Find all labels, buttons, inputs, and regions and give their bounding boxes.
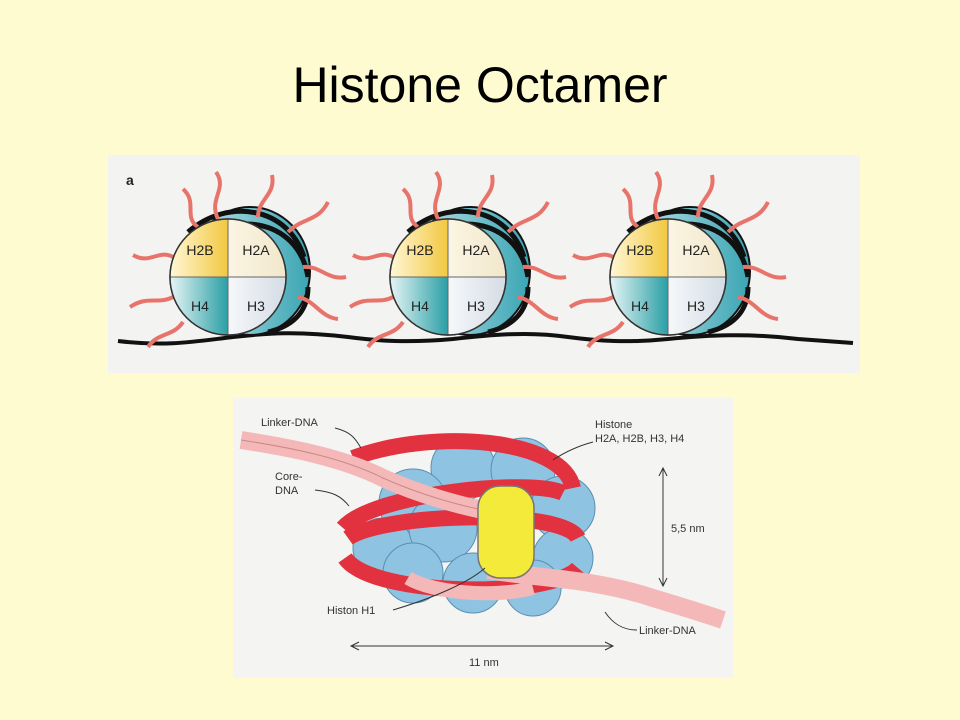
- histone-tails: [128, 170, 347, 349]
- histone-tails: [568, 170, 787, 349]
- h2a-label: H2A: [242, 242, 270, 258]
- h2b-label: H2B: [626, 242, 653, 258]
- nucleosome-1: H2B H2A H4 H3: [128, 170, 347, 349]
- core-dna-ribbon: [343, 509, 586, 545]
- linker-dna-line: [117, 331, 854, 346]
- h3-quadrant: [668, 277, 726, 335]
- h2a-label: H2A: [462, 242, 490, 258]
- h3-label: H3: [467, 298, 485, 314]
- h3-quadrant: [448, 277, 506, 335]
- panel-a-label: a: [126, 172, 134, 188]
- core-dna-ribbon: [404, 571, 535, 601]
- nucleosome-2: H2B H2A H4 H3: [348, 170, 567, 349]
- histone-label-2: H2A, H2B, H3, H4: [595, 433, 684, 445]
- histone-h1-body: [477, 485, 535, 579]
- h2b-quadrant: [170, 219, 228, 277]
- h4-quadrant: [390, 277, 448, 335]
- h4-label: H4: [411, 298, 429, 314]
- h2b-quadrant: [610, 219, 668, 277]
- h2a-quadrant: [228, 219, 286, 277]
- width-dimension-label: 11 nm: [469, 657, 499, 669]
- h2a-label: H2A: [682, 242, 710, 258]
- h2b-quadrant: [390, 219, 448, 277]
- h4-label: H4: [191, 298, 209, 314]
- nucleosome-array-panel: a: [108, 155, 860, 373]
- h2a-quadrant: [448, 219, 506, 277]
- h4-label: H4: [631, 298, 649, 314]
- linker-dna-ribbon-bottom: [486, 561, 726, 629]
- histone-tails: [348, 170, 567, 349]
- nucleosome-structure-diagram: Linker-DNA Core- DNA Histone H2A, H2B, H…: [239, 417, 726, 669]
- core-dna-ribbon: [350, 433, 581, 491]
- dimension-lines: [349, 466, 668, 651]
- nucleosome-array-diagram: a: [117, 170, 854, 349]
- h3-quadrant: [228, 277, 286, 335]
- h2a-quadrant: [668, 219, 726, 277]
- slide-title: Histone Octamer: [292, 57, 668, 113]
- core-dna-ribbon: [336, 479, 567, 534]
- linker-dna-bottom-label: Linker-DNA: [639, 625, 697, 637]
- h2b-label: H2B: [406, 242, 433, 258]
- core-dna-label-2: DNA: [275, 485, 299, 497]
- h3-label: H3: [687, 298, 705, 314]
- linker-dna-top-label: Linker-DNA: [261, 417, 319, 429]
- h3-label: H3: [247, 298, 265, 314]
- h4-quadrant: [170, 277, 228, 335]
- leader-lines: [314, 427, 638, 631]
- h2b-label: H2B: [186, 242, 213, 258]
- core-dna-label-1: Core-: [275, 471, 303, 483]
- nucleosome-3: H2B H2A H4 H3: [568, 170, 787, 349]
- h4-quadrant: [610, 277, 668, 335]
- height-dimension-label: 5,5 nm: [671, 523, 705, 535]
- nucleosome-structure-panel: Linker-DNA Core- DNA Histone H2A, H2B, H…: [233, 398, 733, 678]
- histon-h1-label: Histon H1: [327, 605, 375, 617]
- histone-label-1: Histone: [595, 419, 632, 431]
